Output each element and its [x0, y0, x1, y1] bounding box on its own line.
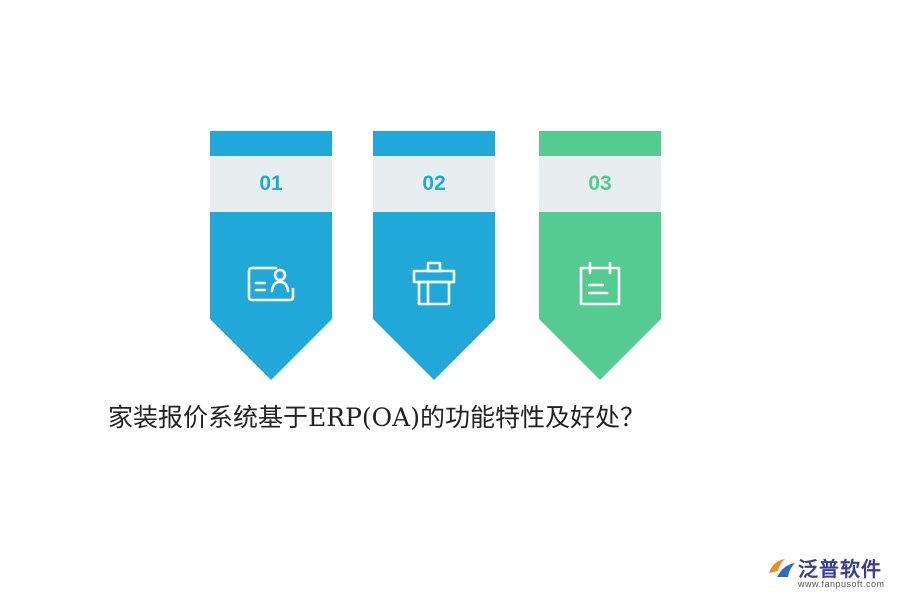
- logo-url: www.fanpusoft.com: [798, 579, 885, 589]
- card-top-band: [373, 131, 495, 156]
- card-arrow-body: [539, 212, 661, 380]
- logo-name: 泛普软件: [798, 557, 882, 581]
- feature-card-01: 01: [210, 131, 332, 380]
- card-number: 02: [373, 156, 495, 212]
- gift-box-icon: [412, 261, 456, 306]
- card-top-band: [539, 131, 661, 156]
- card-number: 03: [539, 156, 661, 212]
- brand-logo: 泛普软件 www.fanpusoft.com: [762, 553, 892, 593]
- resume-card-icon: [247, 266, 295, 302]
- fanpu-logo-icon: [769, 559, 795, 577]
- page-title: 家装报价系统基于ERP(OA)的功能特性及好处？: [108, 403, 645, 432]
- card-arrow-body: [210, 212, 332, 380]
- card-arrow-body: [373, 212, 495, 380]
- feature-card-02: 02: [373, 131, 495, 380]
- calendar-icon: [579, 261, 621, 306]
- card-number: 01: [210, 156, 332, 212]
- card-top-band: [210, 131, 332, 156]
- feature-card-03: 03: [539, 131, 661, 380]
